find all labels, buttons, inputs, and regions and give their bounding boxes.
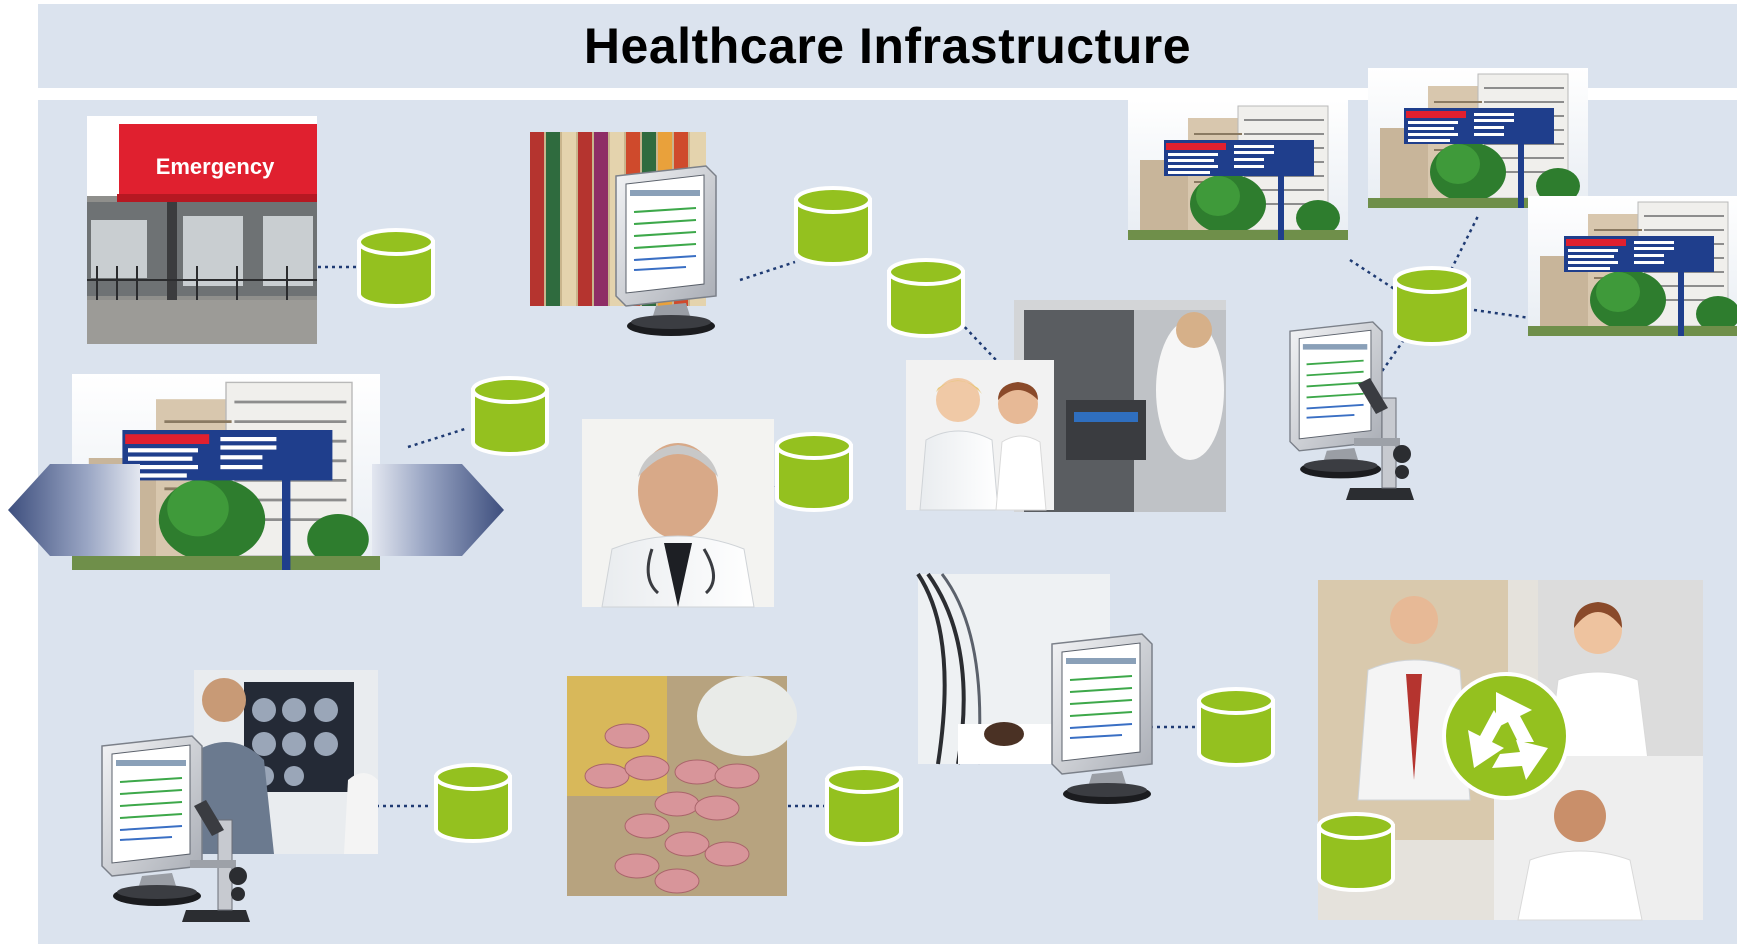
database-icon (887, 258, 965, 338)
connector-records-db (739, 260, 796, 282)
pills-photo (567, 676, 797, 896)
doctor-portrait-photo (582, 419, 774, 608)
database-icon (471, 376, 549, 456)
database-icon (794, 186, 872, 266)
computer-monitor-icon (101, 735, 203, 907)
hospital-campus-photo-2 (1367, 67, 1589, 209)
database-icon (1317, 812, 1395, 892)
title-banner: Healthcare Infrastructure (38, 4, 1737, 88)
connector-network-db-3 (1473, 308, 1531, 320)
hospital-building-icon (1367, 67, 1589, 209)
connector-db-office (959, 321, 997, 361)
doctor-consultation-photo (906, 360, 1054, 511)
database-icon (434, 763, 512, 843)
database-icon (825, 766, 903, 846)
database-icon (357, 228, 435, 308)
hospital-campus-photo-1 (1127, 99, 1349, 241)
bidirectional-arrow-icon (8, 464, 504, 556)
xray-review-photo (194, 670, 378, 854)
database-icon (775, 432, 853, 512)
computer-monitor-icon (1051, 633, 1153, 805)
hospital-building-icon (1127, 99, 1349, 241)
connector-network-db-2 (1446, 215, 1480, 277)
emergency-entrance-photo: Emergency (87, 116, 317, 344)
hospital-building-icon (1527, 195, 1737, 337)
recycle-arrows-icon (1442, 672, 1570, 800)
emergency-sign-text: Emergency (156, 154, 275, 179)
database-icon (1197, 687, 1275, 767)
computer-monitor-icon (615, 165, 717, 337)
connector-hospital-db (407, 426, 469, 449)
database-icon (1393, 266, 1471, 346)
page-title: Healthcare Infrastructure (583, 18, 1192, 74)
hospital-campus-photo-3 (1527, 195, 1737, 337)
